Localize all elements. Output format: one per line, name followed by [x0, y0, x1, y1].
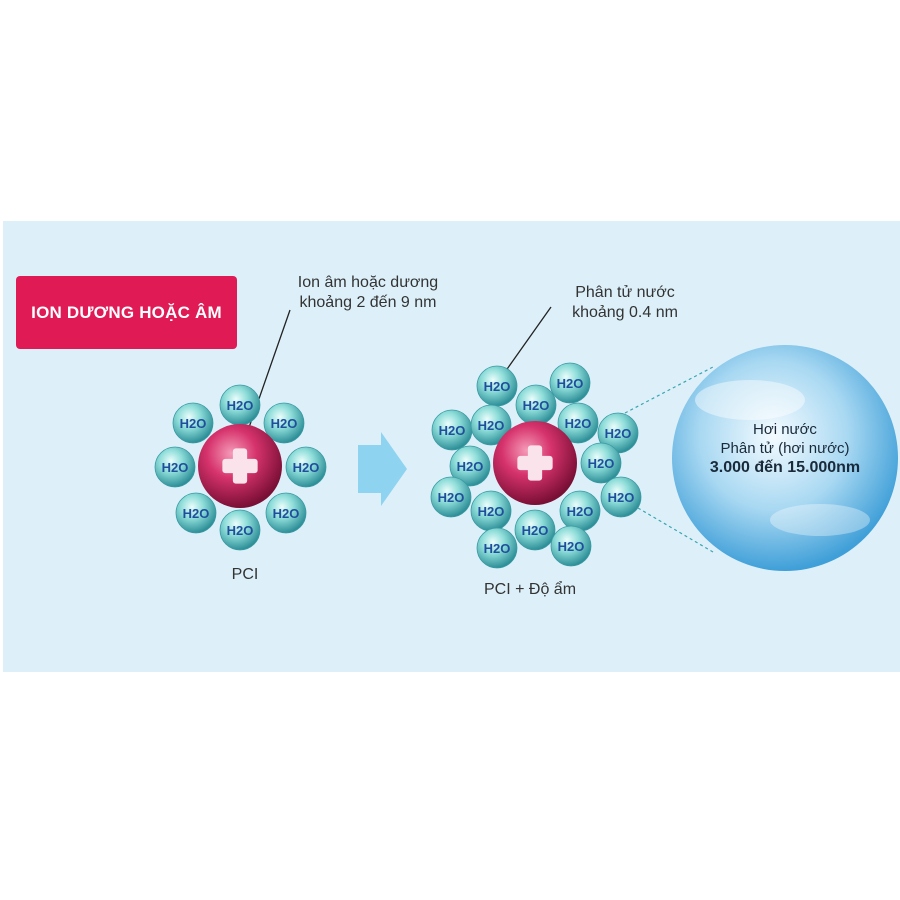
water-molecule: H2O [172, 402, 214, 444]
pci-moisture-caption: PCI + Độ ẩm [483, 581, 577, 598]
water-molecule: H2O [476, 365, 518, 407]
h2o-label: H2O [608, 490, 635, 505]
water-molecule: H2O [557, 402, 599, 444]
right-arrow-icon [358, 432, 407, 506]
h2o-label: H2O [588, 456, 615, 471]
h2o-label: H2O [484, 541, 511, 556]
water-molecule: H2O [219, 384, 261, 426]
water-size-line-2: khoảng 0.4 nm [572, 304, 678, 321]
h2o-label: H2O [438, 490, 465, 505]
water-molecule: H2O [470, 490, 512, 532]
water-molecule: H2O [449, 445, 491, 487]
water-size-label: Phân tử nước khoảng 0.4 nm [540, 283, 710, 323]
h2o-label: H2O [180, 416, 207, 431]
water-molecule: H2O [580, 442, 622, 484]
vapor-line-2: Phân tử (hơi nước) [720, 440, 850, 457]
h2o-label: H2O [439, 423, 466, 438]
water-molecule: H2O [285, 446, 327, 488]
h2o-label: H2O [478, 418, 505, 433]
water-molecule: H2O [470, 404, 512, 446]
water-size-line-1: Phân tử nước [575, 284, 675, 301]
h2o-label: H2O [605, 426, 632, 441]
water-vapor-droplet [672, 345, 898, 571]
zoom-line-bottom [637, 507, 714, 553]
h2o-label: H2O [557, 376, 584, 391]
water-molecule: H2O [431, 409, 473, 451]
h2o-label: H2O [565, 416, 592, 431]
vapor-line-1: Hơi nước [753, 421, 817, 438]
h2o-label: H2O [484, 379, 511, 394]
water-molecule: H2O [430, 476, 472, 518]
water-molecule: H2O [559, 490, 601, 532]
pci-caption: PCI [231, 566, 259, 583]
h2o-label: H2O [162, 460, 189, 475]
water-molecule: H2O [515, 384, 557, 426]
h2o-label: H2O [558, 539, 585, 554]
h2o-label: H2O [271, 416, 298, 431]
water-molecule: H2O [154, 446, 196, 488]
h2o-label: H2O [227, 523, 254, 538]
water-molecule: H2O [600, 476, 642, 518]
water-leader-line [504, 306, 552, 373]
h2o-label: H2O [523, 398, 550, 413]
ion-size-label: Ion âm hoặc dương khoảng 2 đến 9 nm [268, 273, 468, 313]
vapor-description: Hơi nước Phân tử (hơi nước) 3.000 đến 15… [685, 420, 885, 477]
water-molecule: H2O [549, 362, 591, 404]
title-badge-text: ION DƯƠNG HOẶC ÂM [31, 302, 222, 322]
water-molecule: H2O [219, 509, 261, 551]
h2o-label: H2O [478, 504, 505, 519]
ion-size-line-1: Ion âm hoặc dương [297, 274, 439, 291]
water-molecule: H2O [597, 412, 639, 454]
water-molecule: H2O [550, 525, 592, 567]
water-molecule: H2O [175, 492, 217, 534]
h2o-label: H2O [522, 523, 549, 538]
water-molecule: H2O [476, 527, 518, 569]
vapor-size-range: 3.000 đến 15.000nm [709, 459, 861, 476]
h2o-label: H2O [567, 504, 594, 519]
ion-sphere [493, 421, 577, 505]
water-molecule: H2O [265, 492, 307, 534]
water-molecule: H2O [514, 509, 556, 551]
h2o-label: H2O [183, 506, 210, 521]
zoom-line-top [624, 366, 714, 414]
h2o-label: H2O [293, 460, 320, 475]
water-molecule: H2O [263, 402, 305, 444]
h2o-label: H2O [457, 459, 484, 474]
ion-size-line-2: khoảng 2 đến 9 nm [299, 294, 437, 311]
h2o-label: H2O [227, 398, 254, 413]
h2o-label: H2O [273, 506, 300, 521]
ion-sphere [198, 424, 282, 508]
title-badge: ION DƯƠNG HOẶC ÂM [16, 276, 237, 349]
